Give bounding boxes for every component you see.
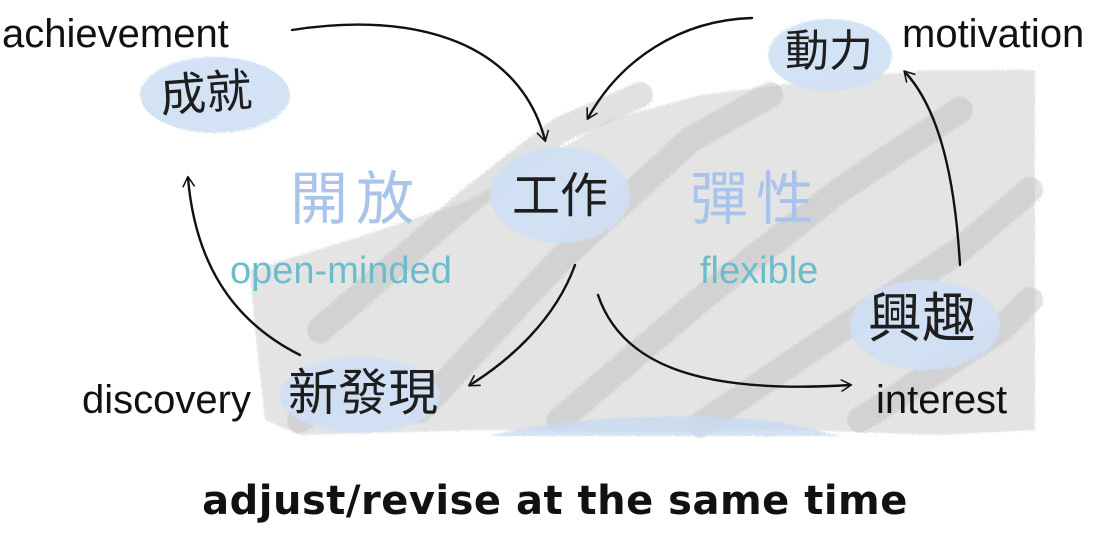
arrow-motivation-to-work	[586, 16, 754, 120]
open-minded-label: open-minded	[230, 250, 452, 292]
achievement-label: achievement	[2, 12, 229, 56]
arrow-achievement-to-work	[290, 23, 550, 143]
arrow-work-to-interest	[596, 293, 853, 392]
motivation-chinese-label: 動力	[785, 26, 873, 77]
caption: adjust/revise at the same time	[202, 478, 908, 524]
cycle-arrows	[182, 16, 962, 392]
interest-chinese-label: 興趣	[868, 287, 976, 350]
discovery-chinese-label: 新發現	[288, 364, 438, 422]
flexible-label: flexible	[700, 250, 819, 292]
discovery-label: discovery	[82, 378, 251, 422]
arrow-interest-to-motivation	[903, 70, 962, 267]
arrow-discovery-to-achievement	[182, 175, 302, 357]
arrow-work-to-discovery	[468, 263, 577, 387]
motivation-label: motivation	[902, 12, 1085, 56]
work-chinese-label: 工作	[512, 168, 609, 224]
achievement-chinese-label: 成就	[158, 62, 254, 124]
flexible-chinese-label: 彈性	[690, 165, 823, 233]
open-minded-chinese-label: 開放	[290, 165, 423, 233]
blue-crayon-wash	[490, 416, 840, 436]
interest-label: interest	[876, 378, 1008, 422]
node-highlights	[140, 19, 1000, 433]
